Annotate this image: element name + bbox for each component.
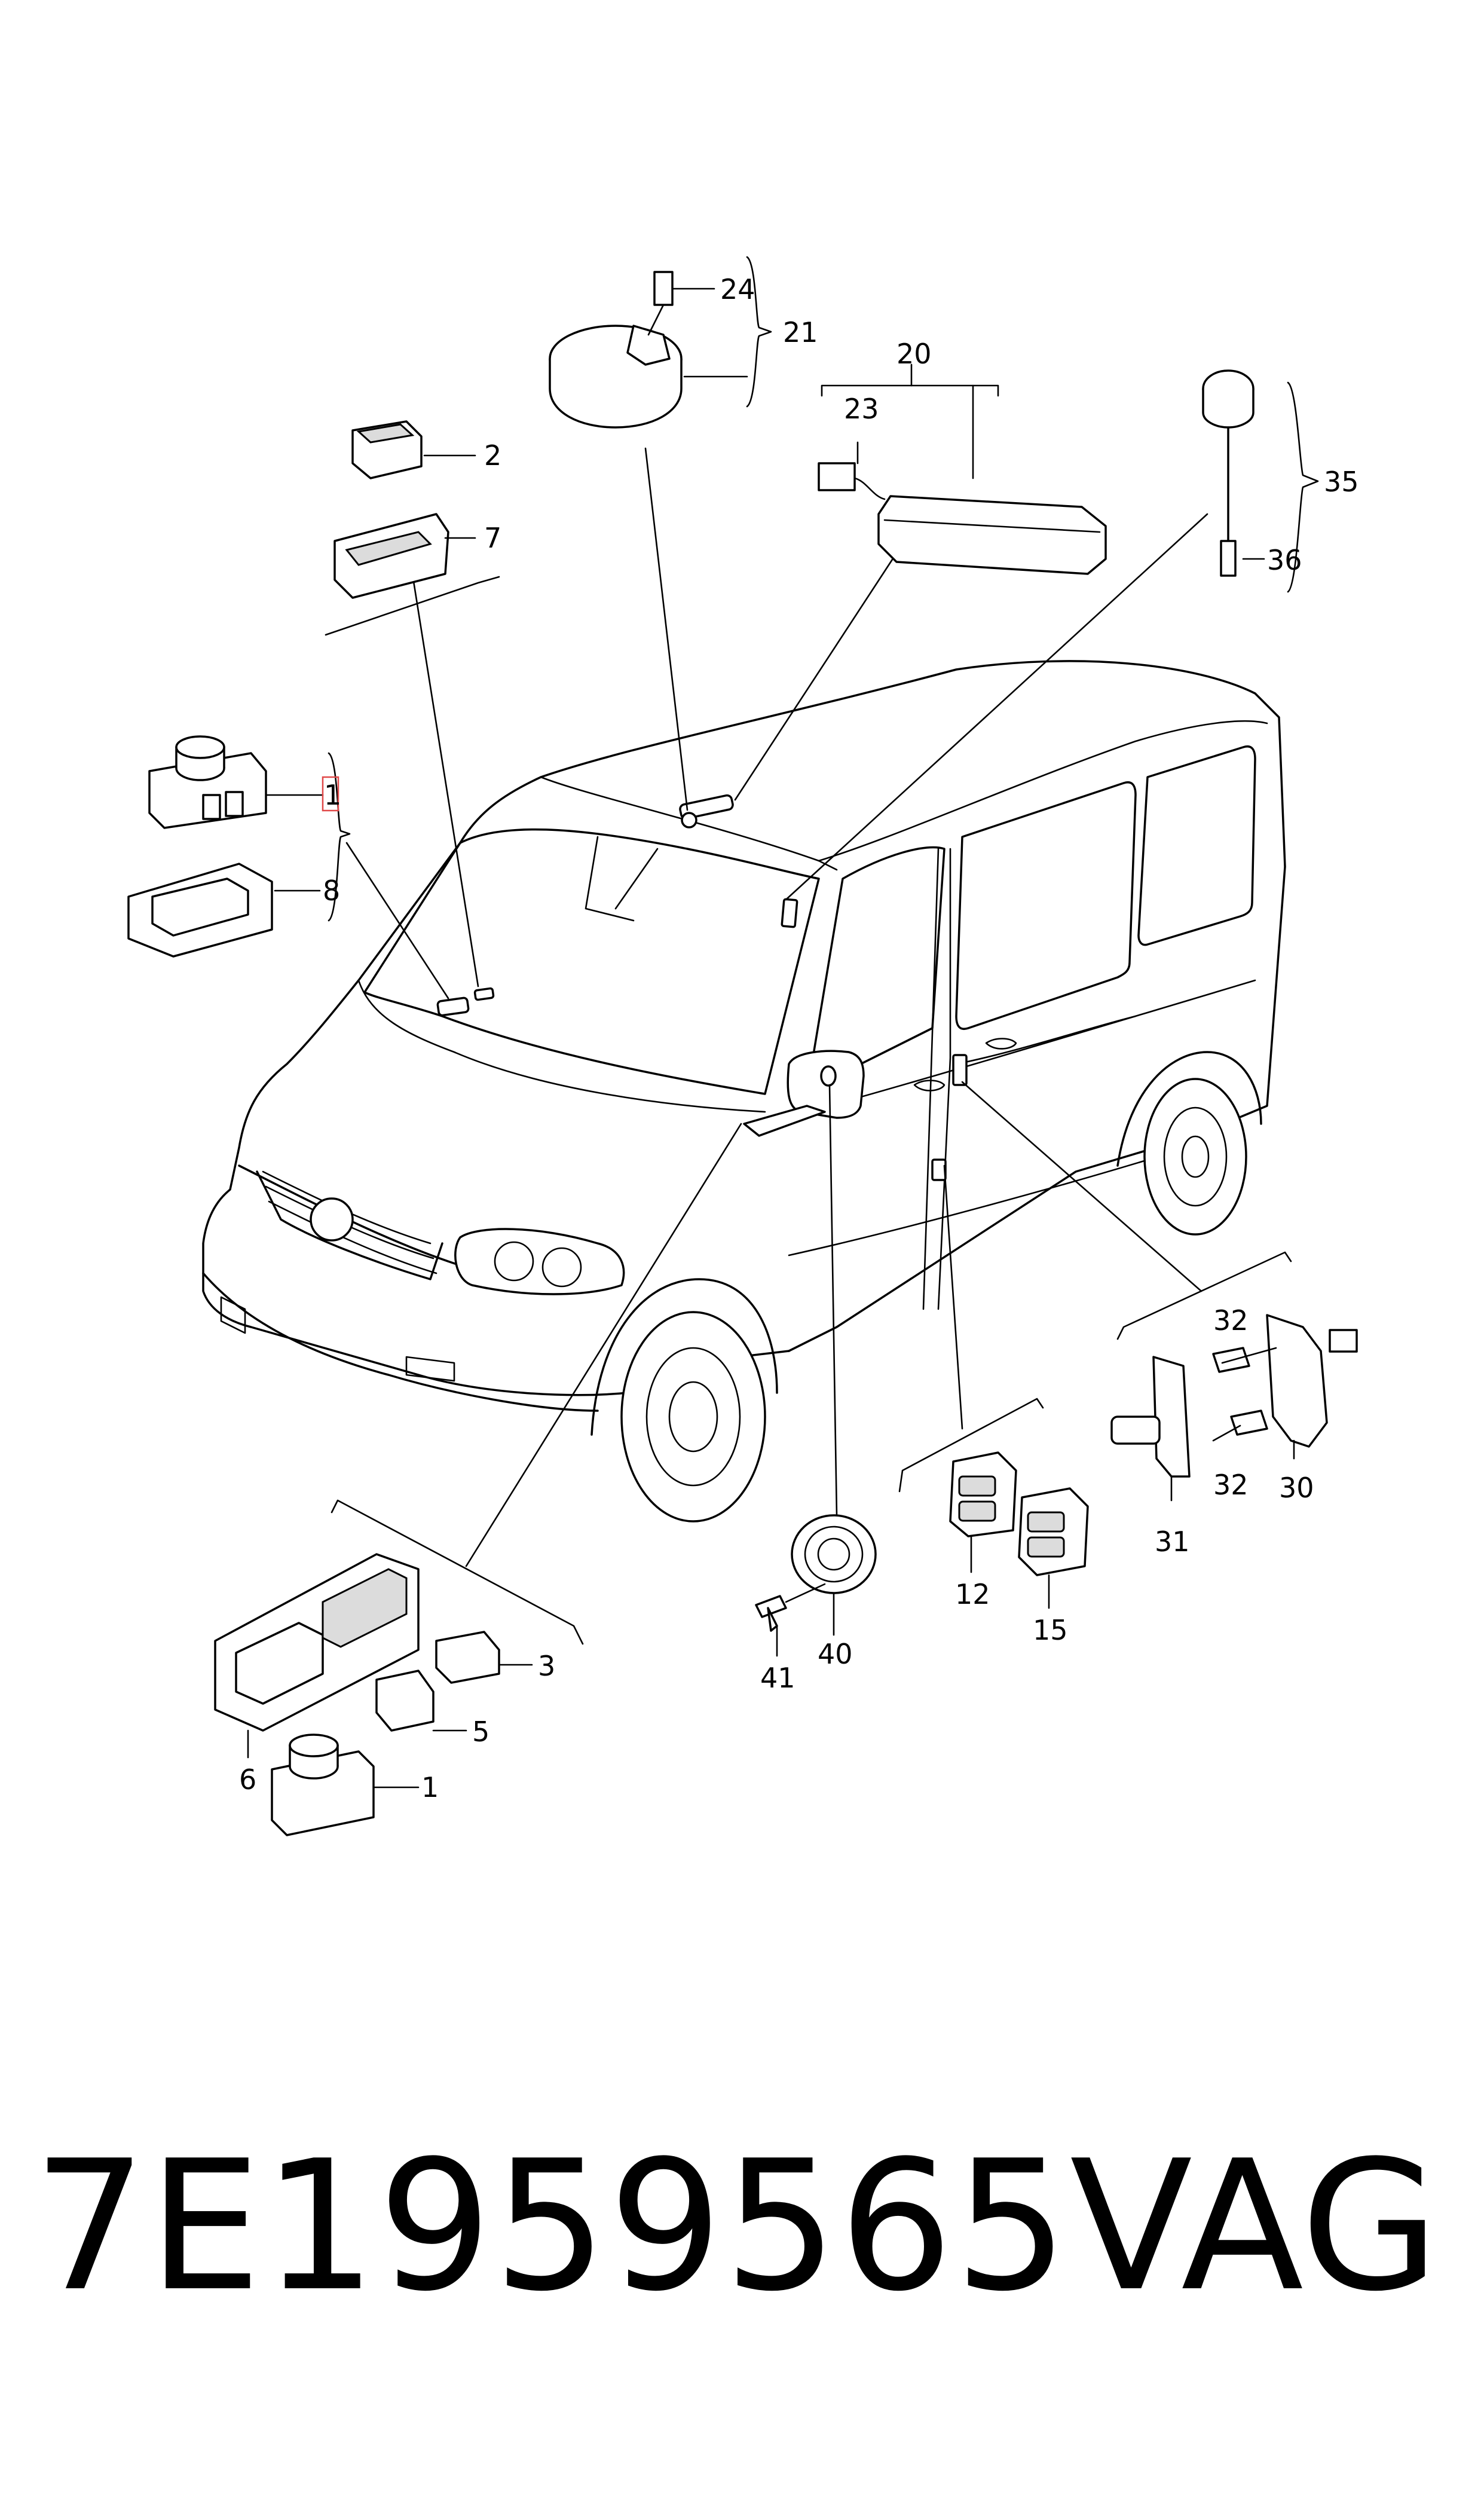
callout-31: 31 bbox=[1155, 1526, 1190, 1558]
callout-7: 7 bbox=[484, 522, 501, 554]
callout-40: 40 bbox=[818, 1638, 853, 1670]
callout-2: 2 bbox=[484, 439, 501, 472]
part-number: 7E1959565 bbox=[33, 2122, 1070, 2331]
callout-15: 15 bbox=[1033, 1614, 1068, 1646]
callout-3: 3 bbox=[538, 1650, 555, 1682]
part-1-3-5-6-switch-panel bbox=[214, 1499, 584, 1836]
callout-labels: 24 21 20 23 2 7 35 36 1 8 32 32 30 31 12… bbox=[239, 273, 1359, 1803]
callout-20: 20 bbox=[896, 338, 932, 370]
selected-part-highlight bbox=[322, 776, 339, 812]
callout-12: 12 bbox=[955, 1578, 990, 1610]
callout-1-top: 1 bbox=[324, 779, 341, 811]
callout-23: 23 bbox=[844, 393, 879, 425]
callout-41: 41 bbox=[760, 1662, 795, 1694]
part-2-7-window-switch bbox=[325, 420, 500, 636]
part-number-footer: 7E1959565 VAG bbox=[0, 2116, 1484, 2367]
callout-6: 6 bbox=[239, 1763, 256, 1796]
callout-35: 35 bbox=[1324, 466, 1359, 498]
callout-21: 21 bbox=[783, 316, 818, 348]
part-40-41-speaker-screw bbox=[755, 1514, 877, 1657]
callout-32-b: 32 bbox=[1213, 1469, 1249, 1501]
callout-24: 24 bbox=[720, 273, 755, 305]
callout-5: 5 bbox=[472, 1716, 489, 1748]
brand-name: VAG bbox=[1070, 2122, 1440, 2331]
part-12-15-door-switches bbox=[898, 1398, 1089, 1609]
part-35-sensor bbox=[1202, 369, 1319, 593]
callout-1-bottom: 1 bbox=[421, 1771, 439, 1803]
callout-30: 30 bbox=[1279, 1472, 1314, 1504]
leader-lines bbox=[345, 447, 1208, 1567]
callout-8: 8 bbox=[323, 875, 340, 907]
part-30-31-32-door-contact bbox=[1110, 1251, 1358, 1502]
part-21-light-switch bbox=[549, 256, 772, 429]
van-illustration bbox=[202, 660, 1286, 1523]
part-1-8-mirror-switch-top bbox=[127, 735, 351, 958]
part-20-control-module bbox=[818, 363, 1107, 575]
callout-32-a: 32 bbox=[1213, 1304, 1249, 1337]
callout-36: 36 bbox=[1267, 544, 1302, 576]
